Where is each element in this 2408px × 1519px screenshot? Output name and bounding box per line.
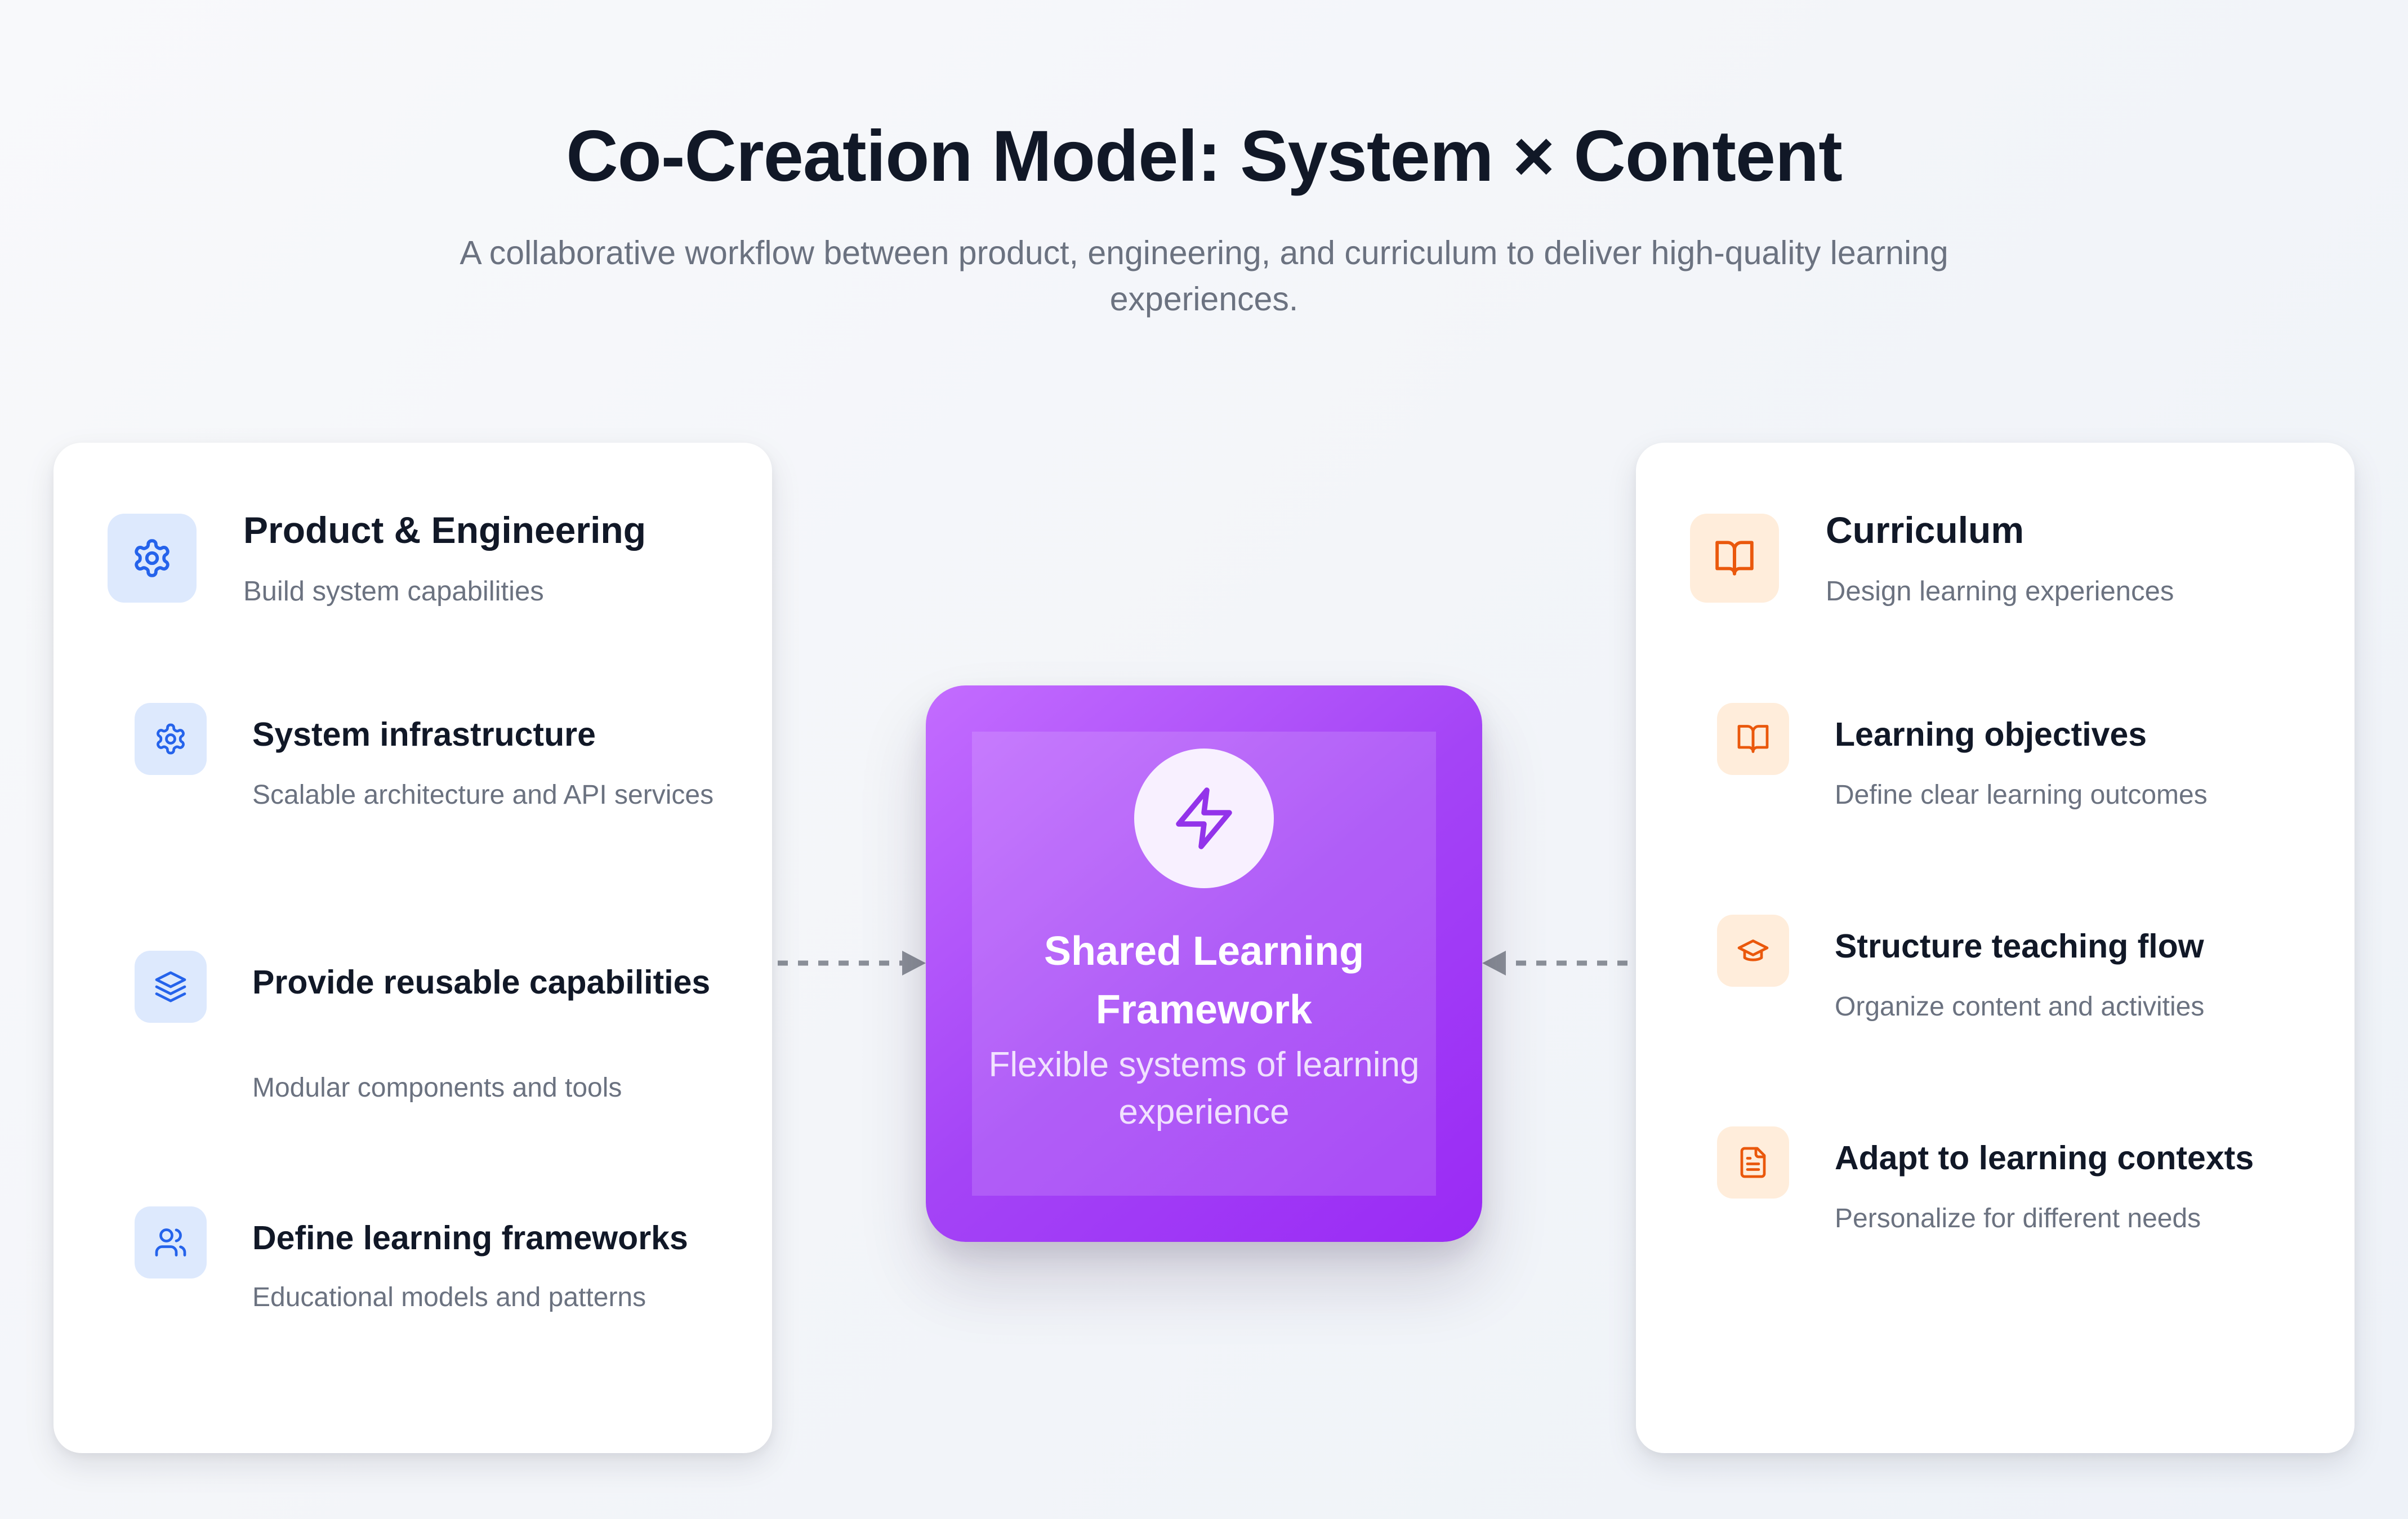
item-description: Modular components and tools <box>252 1073 622 1103</box>
item-title: Adapt to learning contexts <box>1835 1139 2254 1177</box>
item-description: Scalable architecture and API services <box>252 780 714 810</box>
item-title: System infrastructure <box>252 716 596 753</box>
page-subtitle: A collaborative workflow between product… <box>460 234 1948 318</box>
item-description: Educational models and patterns <box>252 1282 646 1312</box>
item-title: Structure teaching flow <box>1835 928 2204 965</box>
item-description: Organize content and activities <box>1835 992 2205 1022</box>
graduation-cap-icon <box>1717 915 1789 987</box>
gear-icon <box>135 703 207 775</box>
shared-learning-framework-card: Shared Learning Framework Flexible syste… <box>926 685 1482 1242</box>
item-title: Provide reusable capabilities <box>252 964 711 1001</box>
book-open-icon <box>1717 703 1789 775</box>
panel-title: Product & Engineering <box>243 509 646 551</box>
panel-description: Design learning experiences <box>1826 576 2174 607</box>
curriculum-panel: Curriculum Design learning experiences L… <box>1636 443 2355 1453</box>
lightning-icon <box>1134 749 1274 888</box>
users-icon <box>135 1206 207 1279</box>
product-engineering-panel: Product & Engineering Build system capab… <box>53 443 772 1453</box>
item-title: Learning objectives <box>1835 716 2147 753</box>
item-title: Define learning frameworks <box>252 1219 688 1257</box>
page-title: Co-Creation Model: System × Content <box>566 116 1843 197</box>
layers-icon <box>135 951 207 1023</box>
panel-description: Build system capabilities <box>243 576 544 607</box>
item-description: Define clear learning outcomes <box>1835 780 2208 810</box>
panel-title: Curriculum <box>1826 509 2024 551</box>
gear-icon <box>108 514 197 603</box>
center-title: Shared Learning Framework <box>1044 929 1364 1032</box>
right-connector-arrow <box>1482 951 1627 975</box>
center-subtitle: Flexible systems of learning experience <box>988 1045 1420 1132</box>
book-open-icon <box>1690 514 1779 603</box>
document-icon <box>1717 1126 1789 1199</box>
item-description: Personalize for different needs <box>1835 1204 2201 1233</box>
